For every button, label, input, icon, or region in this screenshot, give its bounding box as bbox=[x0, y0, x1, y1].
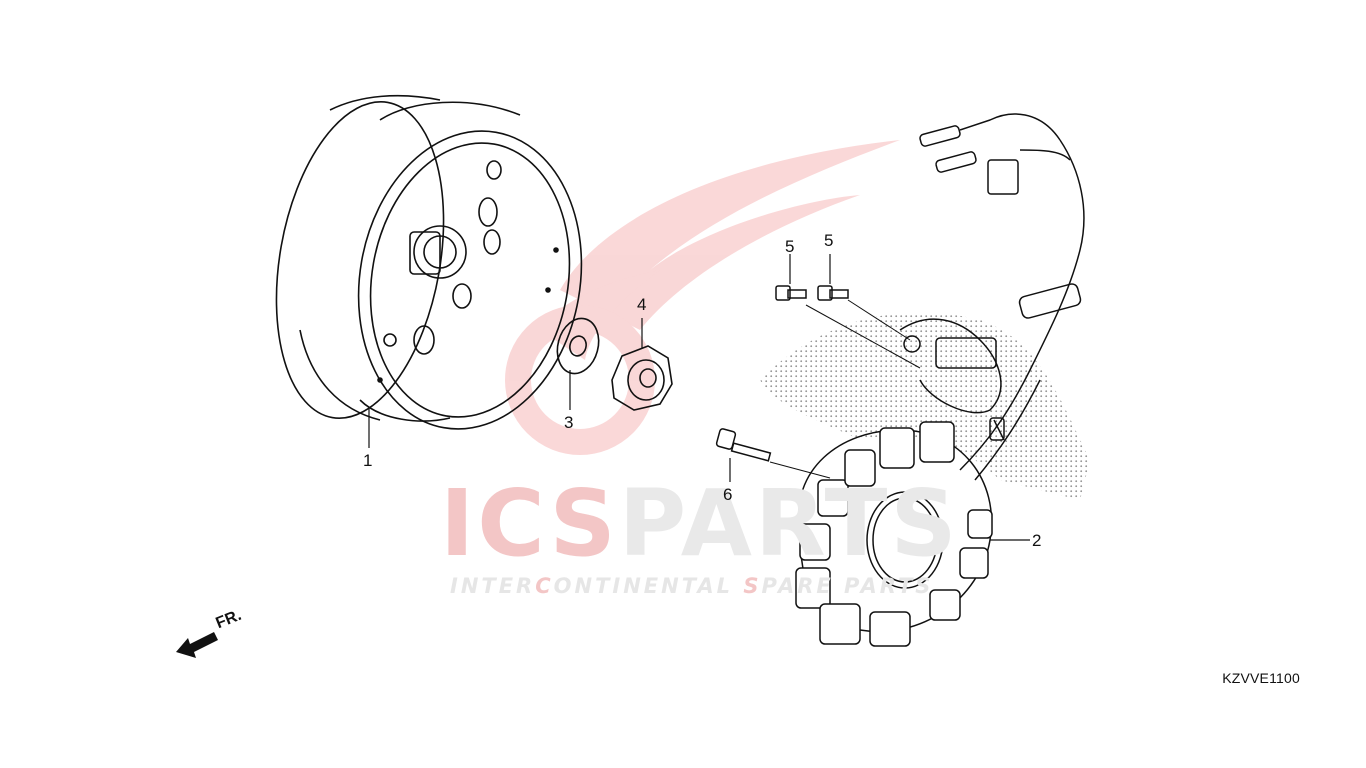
flywheel-drawing bbox=[275, 94, 583, 430]
callout-5b[interactable]: 5 bbox=[824, 231, 834, 250]
callout-3[interactable]: 3 bbox=[564, 413, 574, 432]
watermark-brand: ICSPARTS bbox=[440, 470, 960, 577]
callout-4[interactable]: 4 bbox=[637, 295, 647, 314]
screws-drawing bbox=[775, 285, 921, 369]
stator-shading bbox=[760, 312, 1090, 500]
bolt-drawing bbox=[715, 428, 831, 479]
callout-1[interactable]: 1 bbox=[363, 451, 373, 470]
diagram-code: KZVVE1100 bbox=[1222, 670, 1300, 686]
callout-5a[interactable]: 5 bbox=[785, 237, 795, 256]
washer-drawing bbox=[556, 317, 600, 375]
nut-drawing bbox=[611, 345, 673, 411]
watermark-tagline: INTERCONTINENTAL SPARE PARTS bbox=[450, 574, 934, 598]
stator-drawing bbox=[795, 113, 1085, 647]
leader-lines bbox=[368, 254, 1030, 541]
callout-6[interactable]: 6 bbox=[723, 485, 733, 504]
callout-2[interactable]: 2 bbox=[1032, 531, 1042, 550]
front-direction-arrow bbox=[176, 632, 218, 658]
